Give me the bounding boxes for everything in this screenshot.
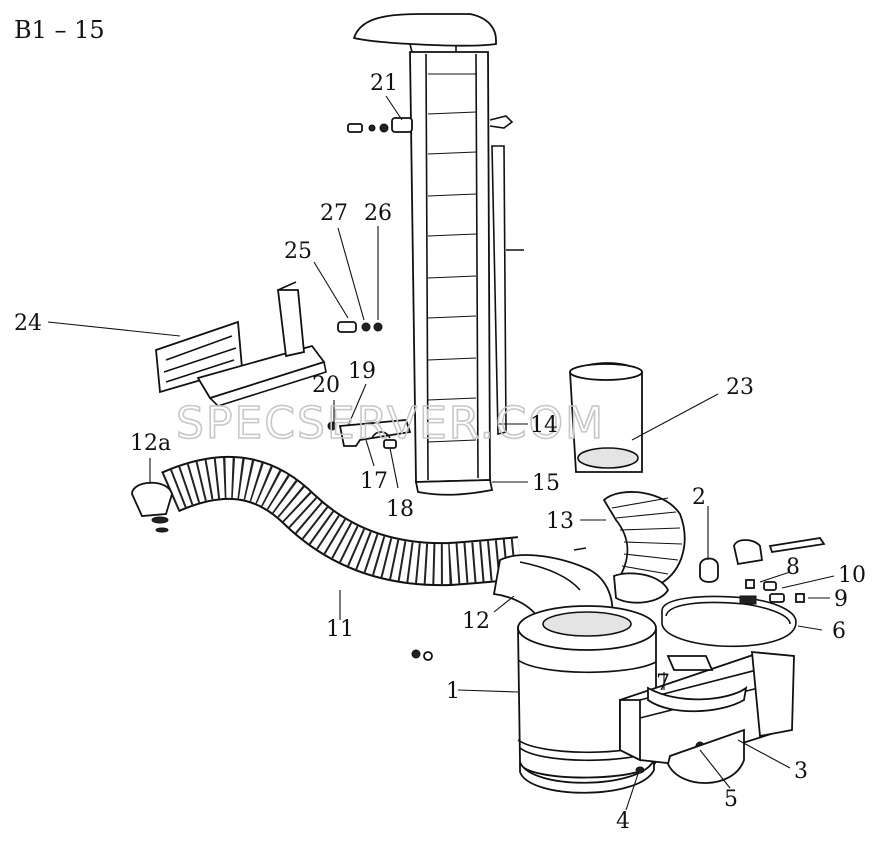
corrugated-elbow-part (602, 491, 686, 604)
callout-27: 27 (320, 201, 348, 226)
callout-13: 13 (546, 509, 574, 534)
band-clamp-part (661, 595, 797, 648)
callout-18: 18 (386, 497, 414, 522)
callout-24: 24 (14, 311, 42, 336)
callout-2: 2 (692, 485, 706, 510)
leader-lines (47, 95, 835, 811)
callout-25: 25 (284, 239, 312, 264)
callout-labels: 21 27 26 25 24 19 20 23 14 12a 17 15 2 1… (14, 71, 866, 834)
fastener-25-27 (337, 321, 383, 333)
callout-23: 23 (726, 375, 754, 400)
cleaner-bracket-part (619, 651, 795, 784)
loose-fasteners (411, 547, 587, 661)
callout-3: 3 (794, 759, 808, 784)
callout-1: 1 (446, 679, 460, 704)
callout-7: 7 (656, 671, 670, 696)
callout-20: 20 (312, 373, 340, 398)
bracket-part (155, 281, 327, 407)
fastener-21 (347, 117, 413, 133)
callout-19: 19 (348, 359, 376, 384)
callout-17: 17 (360, 469, 388, 494)
clamp-bracket-part (327, 419, 412, 449)
elbow-part (492, 554, 614, 621)
callout-4: 4 (616, 809, 630, 834)
callout-8: 8 (786, 555, 800, 580)
callout-26: 26 (364, 201, 392, 226)
callout-5: 5 (724, 787, 738, 812)
small-fasteners-right (699, 537, 826, 603)
callout-11: 11 (326, 617, 354, 642)
watermark-text: SPECSERVER.COM (176, 398, 605, 449)
intake-pipe-part (352, 13, 524, 496)
callout-14: 14 (530, 413, 558, 438)
flex-hose-part (131, 455, 523, 587)
callout-12: 12 (462, 609, 490, 634)
callout-21: 21 (370, 71, 398, 96)
sleeve-part (569, 362, 643, 473)
callout-10: 10 (838, 563, 866, 588)
callout-6: 6 (832, 619, 846, 644)
sheet-code: B1 – 15 (14, 16, 105, 44)
callout-15: 15 (532, 471, 560, 496)
callout-9: 9 (834, 587, 848, 612)
callout-12a: 12a (130, 431, 171, 456)
